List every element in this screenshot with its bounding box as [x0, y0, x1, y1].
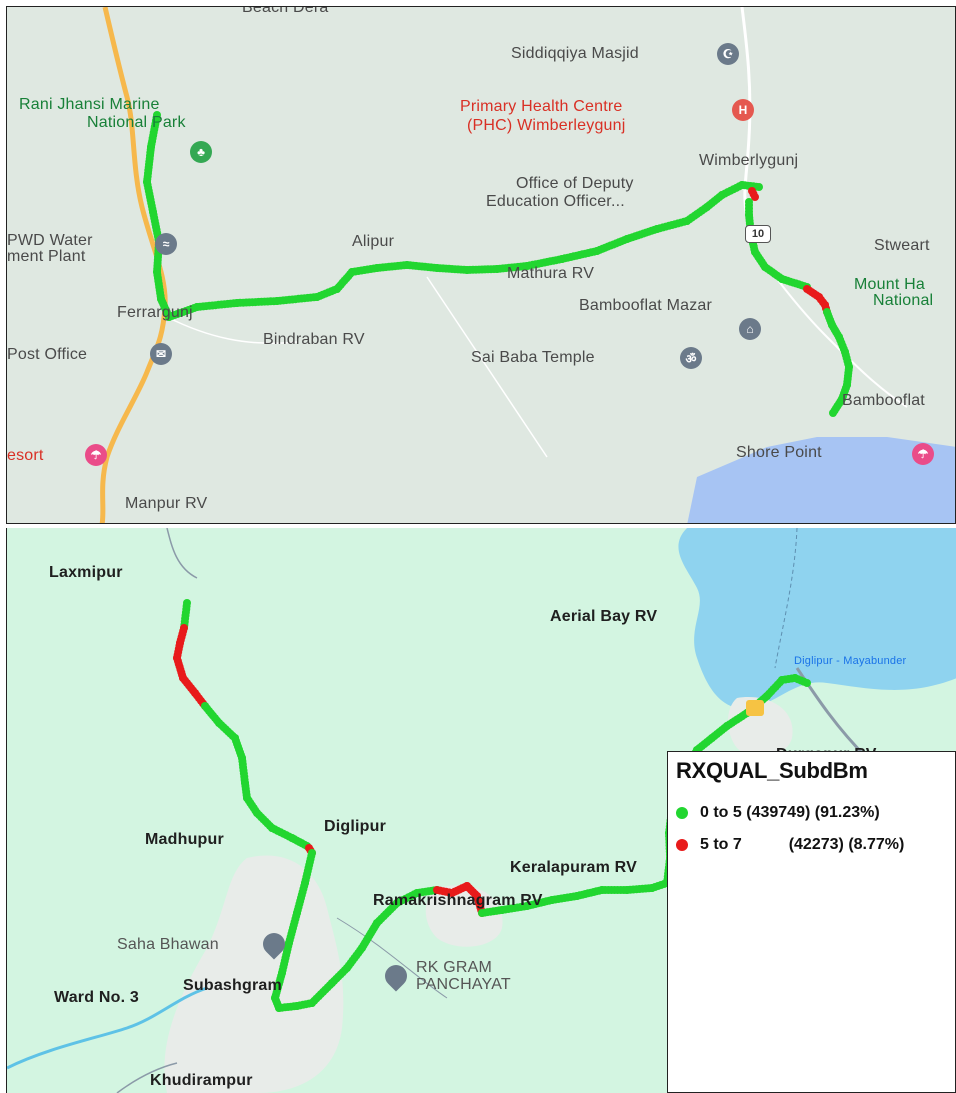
label-khudirampur: Khudirampur: [150, 1072, 253, 1089]
legend-dot-red: [676, 838, 688, 851]
legend-row-bad: 5 to 7 (42273) (8.77%): [676, 836, 904, 854]
ferry-route-line: [774, 528, 798, 669]
label-ward-no-3: Ward No. 3: [54, 989, 139, 1006]
legend-panel: RXQUAL_SubdBm 0 to 5 (439749) (91.23%) 5…: [667, 751, 956, 1093]
mail-icon[interactable]: ✉: [150, 343, 172, 365]
legend-row-good: 0 to 5 (439749) (91.23%): [676, 804, 880, 822]
legend-dot-green: [676, 806, 688, 819]
label-pwd-2: ment Plant: [7, 248, 86, 265]
label-beach-dera: Beach Dera: [242, 6, 329, 16]
label-alipur: Alipur: [352, 233, 395, 250]
ramakrishnagram-area: [425, 885, 503, 947]
route-point-good: [829, 409, 837, 417]
label-ferry-route: Diglipur - Mayabunder: [794, 655, 907, 667]
resort-icon-east[interactable]: ☂: [912, 443, 934, 465]
label-siddiqqiya-masjid: Siddiqqiya Masjid: [511, 45, 639, 62]
label-rk-gram-1: RK GRAM: [416, 959, 493, 976]
top-map-water: [687, 437, 955, 523]
label-deputy-1: Office of Deputy: [516, 175, 634, 192]
label-ramakrishnagram-rv: Ramakrishnagram RV: [373, 892, 543, 909]
water-plant-icon[interactable]: ≈: [155, 233, 177, 255]
label-resort: esort: [7, 447, 44, 464]
top-map-canvas: [7, 7, 955, 523]
legend-pct-good: (91.23%): [814, 804, 880, 821]
temple-icon[interactable]: ॐ: [680, 347, 702, 369]
legend-count-good: (439749): [746, 804, 811, 821]
label-madhupur: Madhupur: [145, 831, 224, 848]
label-ferrargunj: Ferrargunj: [117, 304, 193, 321]
label-laxmipur: Laxmipur: [49, 564, 123, 581]
resort-icon[interactable]: ☂: [85, 444, 107, 466]
mosque-icon[interactable]: ☪: [717, 43, 739, 65]
label-mount-harriet-1: Mount Ha: [854, 276, 925, 293]
label-rk-gram-2: PANCHAYAT: [416, 976, 511, 993]
top-road-bindraban: [166, 316, 298, 345]
top-road-south: [426, 276, 548, 458]
label-shore-point: Shore Point: [736, 444, 822, 461]
legend-range-bad: 5 to 7: [700, 836, 742, 853]
route-point-good: [755, 183, 763, 191]
top-map-land: [7, 7, 955, 523]
label-phc-2: (PHC) Wimberleygunj: [467, 117, 626, 134]
road-rk-gram: [336, 917, 448, 999]
label-mount-harriet-2: National: [873, 292, 934, 309]
legend-range-good: 0 to 5: [700, 804, 742, 821]
label-keralapuram-rv: Keralapuram RV: [510, 859, 638, 876]
label-diglipur: Diglipur: [324, 818, 387, 835]
label-manpur-rv: Manpur RV: [125, 495, 208, 512]
label-wimberlygunj: Wimberlygunj: [699, 152, 799, 169]
mazar-icon[interactable]: ⌂: [739, 318, 761, 340]
road-marker-durgapur: [746, 700, 764, 716]
river-west: [7, 986, 208, 1070]
label-aerial-bay-rv: Aerial Bay RV: [550, 608, 658, 625]
label-stweart: Stweart: [874, 237, 930, 254]
label-phc-1: Primary Health Centre: [460, 98, 623, 115]
label-pwd-1: PWD Water: [7, 232, 93, 249]
label-bindraban-rv: Bindraban RV: [263, 331, 365, 348]
label-saha-bhawan: Saha Bhawan: [117, 936, 219, 953]
label-rani-jhansi-1: Rani Jhansi Marine: [19, 96, 160, 113]
legend-count-bad: (42273): [788, 836, 844, 853]
road-khudirampur: [116, 1062, 178, 1093]
route-point-poor: [751, 193, 759, 201]
north-road: [166, 528, 198, 579]
top-main-road: [99, 7, 168, 523]
label-rani-jhansi-2: National Park: [87, 114, 186, 131]
label-post-office: Post Office: [7, 346, 88, 363]
bottom-map-sea: [678, 528, 956, 709]
legend-pct-bad: (8.77%): [848, 836, 905, 853]
route-point-good: [803, 679, 811, 687]
label-bambooflat-mazar: Bambooflat Mazar: [579, 297, 713, 314]
top-map-panel[interactable]: Beach Dera Siddiqqiya Masjid ☪ Rani Jhan…: [6, 6, 956, 524]
park-icon[interactable]: ♣: [190, 141, 212, 163]
road-10-badge: 10: [745, 225, 771, 243]
top-road-north: [740, 7, 752, 218]
label-mathura-rv: Mathura RV: [507, 265, 595, 282]
label-bambooflat: Bambooflat: [842, 392, 925, 409]
label-sai-baba-temple: Sai Baba Temple: [471, 349, 595, 366]
legend-title: RXQUAL_SubdBm: [676, 758, 868, 783]
hospital-icon[interactable]: H: [732, 99, 754, 121]
label-deputy-2: Education Officer...: [486, 193, 625, 210]
top-drive-route: [143, 111, 853, 417]
label-subashgram: Subashgram: [183, 977, 282, 994]
